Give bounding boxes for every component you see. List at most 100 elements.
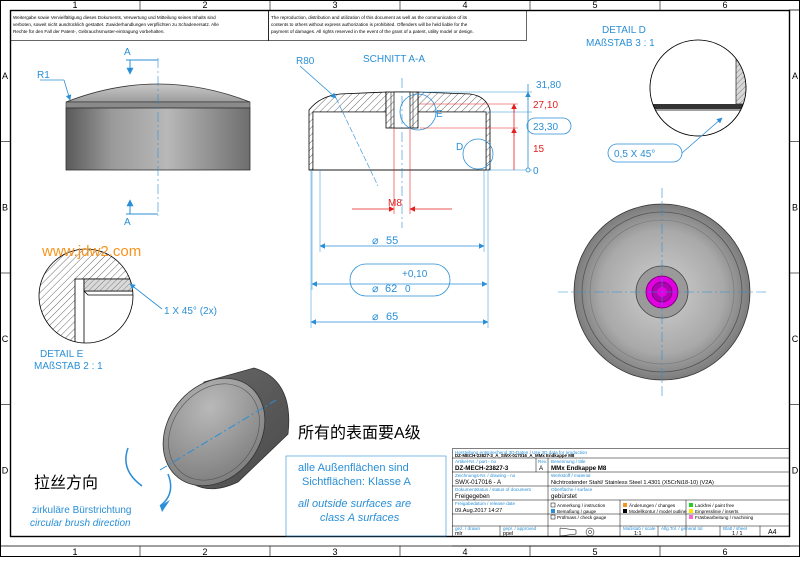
dim-chamfer-d: 0,5 X 45° bbox=[614, 149, 655, 160]
legal-notice: Weitergabe sowie Vervielfältigung dieses… bbox=[10, 10, 527, 41]
side-view bbox=[40, 58, 251, 216]
dim-height-15: 15 bbox=[533, 144, 545, 155]
legend-model-outline: Modellkontur / model outline bbox=[629, 509, 687, 514]
dim-diameter-65: 65 bbox=[386, 311, 398, 323]
notice-en-1: The reproduction, distribution and utili… bbox=[271, 15, 468, 20]
watermark-text: www.jdw2.com bbox=[41, 243, 141, 260]
tb-status-value: Freigegeben bbox=[455, 493, 490, 500]
dim-chamfer-e: 1 X 45° (2x) bbox=[164, 306, 217, 317]
tb-drawn-header: gez. / drawn bbox=[455, 526, 480, 531]
tb-partno-header: Artikel-Nr. / part - no bbox=[455, 459, 497, 464]
legend-paint-free: Lackfrei / paint free bbox=[695, 503, 735, 508]
detail-e-title: DETAIL E bbox=[40, 349, 84, 360]
grid-column-label: 4 bbox=[462, 0, 467, 10]
thread-dimension bbox=[352, 128, 452, 214]
grid-column-label: 2 bbox=[202, 547, 207, 557]
notice-de-2: verboten, soweit nicht ausdrücklich gest… bbox=[13, 22, 219, 27]
back-view bbox=[558, 188, 766, 396]
tb-date-value: 09.Aug.2017 14:27 bbox=[455, 508, 502, 514]
note-brush-cn: 拉丝方向 bbox=[34, 474, 98, 492]
tb-approved-value: ppel bbox=[503, 531, 513, 537]
note-surface-en-1: all outside surfaces are bbox=[298, 498, 411, 510]
detail-e-view bbox=[38, 248, 163, 344]
tb-scale-header: Maßstab / scale bbox=[623, 526, 656, 531]
tb-format: A4 bbox=[768, 529, 777, 536]
dim-height-27-10: 27,10 bbox=[533, 100, 558, 111]
tb-rev-value: A bbox=[539, 465, 544, 472]
tb-sheet-value: 1 / 1 bbox=[732, 531, 743, 537]
dim-thread-m8: M8 bbox=[388, 198, 402, 209]
legend-changes: Änderungen / changes bbox=[629, 502, 676, 508]
projection-symbol-icon bbox=[559, 527, 595, 537]
tb-status-header: Dokumentstatus / status of document bbox=[455, 487, 532, 492]
grid-column-label: 3 bbox=[332, 547, 337, 557]
dim-diameter-62: 62 bbox=[385, 283, 397, 295]
note-surface-de-1: alle Außenflächen sind bbox=[298, 462, 409, 474]
tb-partno-value: DZ-MECH-23827-3 bbox=[455, 465, 509, 472]
radius-r1-label: R1 bbox=[37, 70, 50, 81]
section-marker-top: A bbox=[124, 47, 131, 58]
tb-rev-header: Rev. bbox=[538, 459, 547, 464]
tb-approved-header: gepr. / approved bbox=[503, 526, 537, 531]
diameter-dimensions bbox=[310, 170, 489, 328]
detail-e-marker: E bbox=[436, 109, 443, 120]
note-surface-cn: 所有的表面要A级 bbox=[298, 424, 421, 442]
section-view bbox=[299, 65, 494, 228]
dim-diameter-55: 55 bbox=[386, 235, 398, 247]
isometric-view bbox=[125, 367, 290, 512]
tb-derived-value: DZ-MECH-23827-3_A_SWX-017016_A_MMx Endka… bbox=[455, 453, 575, 458]
grid-column-label: 2 bbox=[202, 0, 207, 10]
grid-column-label: 1 bbox=[72, 547, 77, 557]
section-title: SCHNITT A-A bbox=[363, 54, 425, 65]
tb-title-header: Benennung / title bbox=[551, 459, 586, 464]
note-brush-en: circular brush direction bbox=[30, 518, 131, 529]
grid-column-label: 5 bbox=[592, 547, 597, 557]
grid-row-label: B bbox=[792, 202, 798, 212]
grid-row-label: A bbox=[792, 71, 798, 81]
height-dimensions bbox=[420, 84, 572, 173]
diameter-symbol-55: ⌀ bbox=[372, 235, 379, 247]
grid-row-label: D bbox=[792, 465, 799, 475]
grid-row-label: D bbox=[2, 465, 9, 475]
detail-d-scale: MAßSTAB 3 : 1 bbox=[586, 38, 655, 49]
tb-derived-header: Herstellung entsprechend 3D-Daten / Use … bbox=[455, 450, 587, 455]
note-brush-de: zirkuläre Bürstrichtung bbox=[32, 505, 131, 516]
legend-instruction: Anmerkung / instruction bbox=[557, 503, 606, 508]
tb-general-tol-header: Allg.Tol. / general tol. bbox=[661, 526, 704, 531]
grid-column-label: 4 bbox=[462, 547, 467, 557]
grid-column-label: 1 bbox=[72, 0, 77, 10]
tb-title-value: MMx Endkappe M8 bbox=[551, 465, 607, 472]
tb-drawn-value: mlr bbox=[455, 531, 463, 537]
grid-row-label: B bbox=[2, 202, 8, 212]
legend-machining: Fräsbearbeitung / machining bbox=[695, 515, 754, 520]
grid-column-label: 3 bbox=[332, 0, 337, 10]
notice-de-1: Weitergabe sowie Vervielfältigung dieses… bbox=[13, 15, 216, 20]
diameter-symbol-62: ⌀ bbox=[372, 283, 379, 295]
diameter-symbol-65: ⌀ bbox=[372, 311, 379, 323]
tb-date-header: Freigabedatum / release date bbox=[455, 501, 515, 506]
dim-height-31-80: 31,80 bbox=[536, 80, 561, 91]
section-marker-bottom: A bbox=[124, 217, 131, 228]
tb-drawing-header: Zeichnungs-Nr. / drawing - no bbox=[455, 473, 516, 478]
grid-row-label: C bbox=[792, 334, 799, 344]
tb-drawing-value: SWX-017016 - A bbox=[455, 479, 502, 486]
tb-sheet-header: Blatt / sheet bbox=[723, 526, 748, 531]
note-surface-de-2: Sichtflächen: Klasse A bbox=[302, 476, 412, 488]
grid-row-label: C bbox=[2, 334, 9, 344]
detail-e-scale: MAßSTAB 2 : 1 bbox=[34, 361, 103, 372]
dim-height-0: 0 bbox=[533, 166, 539, 177]
grid-row-label: A bbox=[2, 71, 8, 81]
dim-tolerance-upper: +0,10 bbox=[402, 269, 428, 280]
note-surface-en-2: class A surfaces bbox=[320, 512, 400, 524]
notice-de-3: Rechte für den Fall der Patent-, Gebrauc… bbox=[13, 29, 165, 34]
legend bbox=[550, 502, 693, 520]
grid-column-label: 6 bbox=[722, 0, 727, 10]
tb-surface-value: gebürstet bbox=[551, 493, 577, 500]
dim-height-23-30: 23,30 bbox=[533, 122, 558, 133]
grid-column-label: 5 bbox=[592, 0, 597, 10]
legend-gauge: Bemaßung / gauge bbox=[557, 509, 597, 514]
dim-tolerance-lower: 0 bbox=[405, 284, 411, 295]
